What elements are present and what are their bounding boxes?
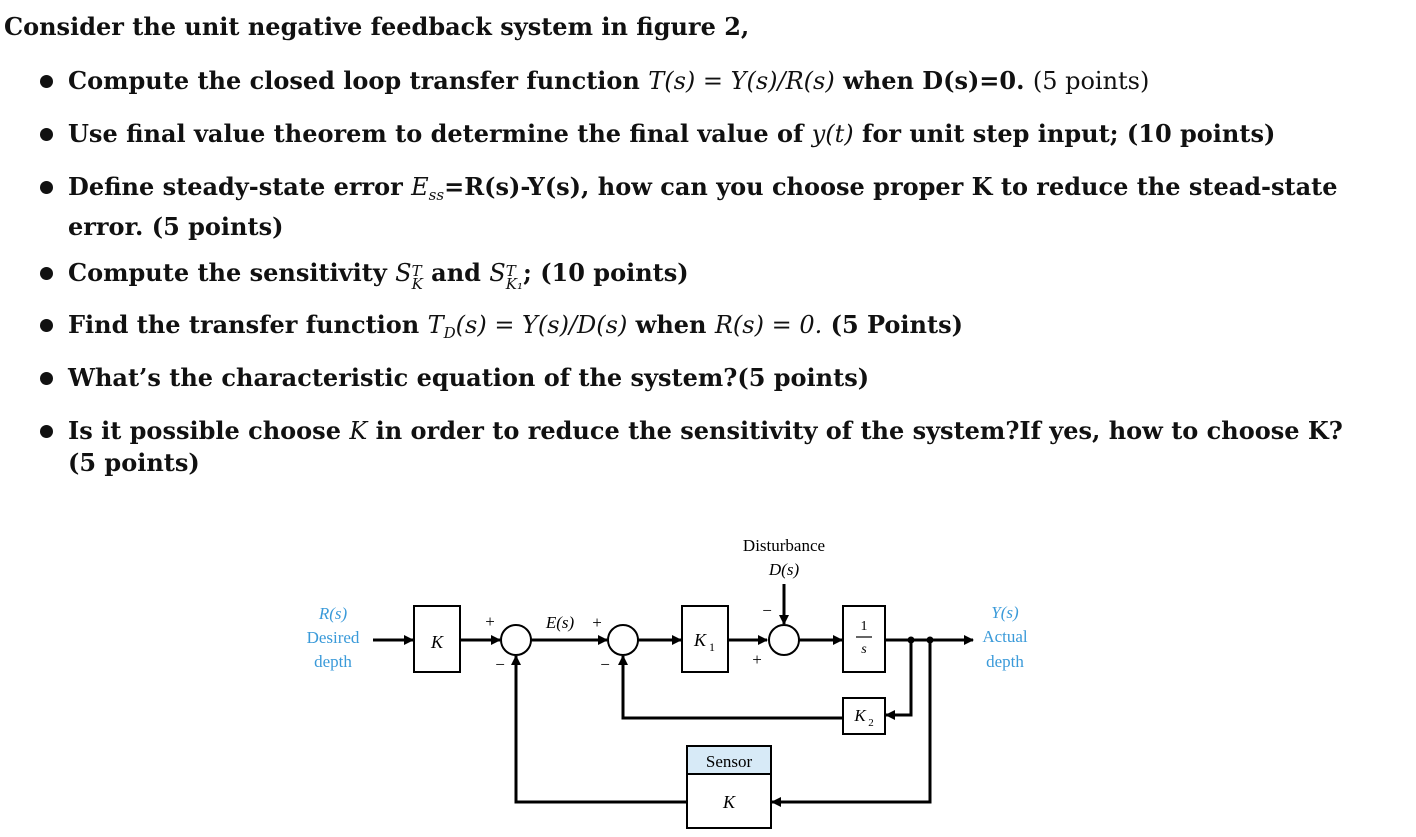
q1-math: T(s) = Y(s)/R(s) — [648, 67, 835, 95]
q5-text-a: Find the transfer function — [68, 310, 428, 339]
input-signal-label: R(s) — [318, 604, 348, 623]
question-1: Compute the closed loop transfer functio… — [68, 65, 1398, 97]
output-desc-line2: depth — [986, 652, 1024, 671]
input-desc-line1: Desired — [307, 628, 360, 647]
question-5: Find the transfer function TD(s) = Y(s)/… — [68, 309, 1398, 349]
q4-sens-sub-2: K₁ — [505, 275, 523, 293]
q1-text-b: when D(s)=0. — [834, 66, 1033, 95]
sensor-header — [686, 745, 772, 775]
gain-k1-subscript: 1 — [709, 640, 715, 654]
sum2-minus: − — [600, 655, 610, 674]
q4-and: and — [422, 258, 490, 287]
q4-sens-sub-1: K — [411, 275, 423, 293]
integrator-denominator: s — [861, 642, 867, 657]
sensor-gain-label: K — [722, 792, 736, 812]
summing-junction-1 — [500, 624, 532, 656]
sum2-plus: + — [592, 613, 602, 632]
q3-text-a: Define steady-state error — [68, 172, 412, 201]
gain-k2-label: K — [853, 706, 867, 725]
q5-math-t-sub: D — [443, 324, 456, 342]
q5-math-t: T — [427, 311, 444, 339]
bullet-2 — [40, 128, 53, 141]
bullet-7 — [40, 425, 53, 438]
q3-error-subscript: ss — [428, 186, 445, 204]
gain-k-label: K — [430, 632, 444, 652]
q1-text-a: Compute the closed loop transfer functio… — [68, 66, 649, 95]
sum3-plus: + — [752, 650, 762, 669]
sensor-block — [686, 773, 772, 829]
q5-text-b: when — [627, 310, 715, 339]
gain-k2-subscript: 2 — [868, 717, 874, 729]
integrator-block — [842, 605, 886, 673]
q5-math-expr: (s) = Y(s)/D(s) — [455, 311, 628, 339]
output-signal-label: Y(s) — [991, 603, 1019, 622]
error-signal-label: E(s) — [545, 613, 575, 632]
outer-feedback-to-sum1 — [511, 655, 687, 804]
q3-text-c: error. (5 points) — [68, 212, 284, 241]
outer-feedback-to-sensor — [771, 640, 932, 807]
q2-text-a: Use final value theorem to determine the… — [68, 119, 812, 148]
disturbance-label: Disturbance — [743, 536, 825, 555]
question-6: What’s the characteristic equation of th… — [68, 362, 1398, 394]
inner-feedback-to-sum2 — [618, 655, 843, 720]
disturbance-signal-label: D(s) — [768, 560, 800, 579]
inner-feedback-to-k2 — [885, 640, 913, 720]
q4-sens-symbol-2: S — [489, 259, 506, 287]
bullet-3 — [40, 181, 53, 194]
q2-math: y(t) — [811, 120, 854, 148]
output-desc-line1: Actual — [982, 627, 1028, 646]
q4-sens-sup-1: T — [411, 262, 422, 280]
summing-junction-2 — [607, 624, 639, 656]
q7-text-c: (5 points) — [68, 448, 200, 477]
sum1-plus: + — [485, 612, 495, 631]
q4-sens-symbol-1: S — [395, 259, 412, 287]
q2-text-b: for unit step input; (10 points) — [853, 119, 1276, 148]
q4-text-b: ; (10 points) — [522, 258, 689, 287]
q3-text-b: =R(s)-Y(s), how can you choose proper K … — [444, 172, 1338, 201]
block-diagram-svg: R(s) Desired depth K + − E(s) + − K 1 + … — [307, 536, 1028, 829]
q1-points: (5 points) — [1032, 67, 1150, 95]
gain-k2-block — [842, 697, 886, 735]
question-2: Use final value theorem to determine the… — [68, 118, 1398, 150]
block-diagram: R(s) Desired depth K + − E(s) + − K 1 + … — [293, 532, 1055, 832]
q7-text-a: Is it possible choose — [68, 416, 350, 445]
q7-math: K — [349, 417, 368, 445]
summing-junction-3 — [768, 624, 800, 656]
bullet-1 — [40, 75, 53, 88]
q4-text-a: Compute the sensitivity — [68, 258, 396, 287]
sum1-minus: − — [495, 655, 505, 674]
integrator-numerator: 1 — [861, 619, 868, 634]
sum3-minus: − — [762, 601, 772, 620]
q5-math-cond: R(s) = 0. — [714, 311, 823, 339]
bullet-6 — [40, 372, 53, 385]
problem-intro: Consider the unit negative feedback syst… — [4, 12, 750, 41]
question-7: Is it possible choose K in order to redu… — [68, 415, 1398, 479]
input-desc-line2: depth — [314, 652, 352, 671]
q7-text-b: in order to reduce the sensitivity of th… — [367, 416, 1343, 445]
q3-error-symbol: E — [411, 173, 429, 201]
bullet-5 — [40, 319, 53, 332]
question-3: Define steady-state error Ess=R(s)-Y(s),… — [68, 171, 1398, 243]
gain-k1-label: K — [693, 630, 707, 650]
sensor-title: Sensor — [706, 752, 753, 771]
q4-sens-sup-2: T — [505, 262, 516, 280]
q6-text: What’s the characteristic equation of th… — [68, 363, 870, 392]
q5-text-c: (5 Points) — [822, 310, 963, 339]
bullet-4 — [40, 267, 53, 280]
